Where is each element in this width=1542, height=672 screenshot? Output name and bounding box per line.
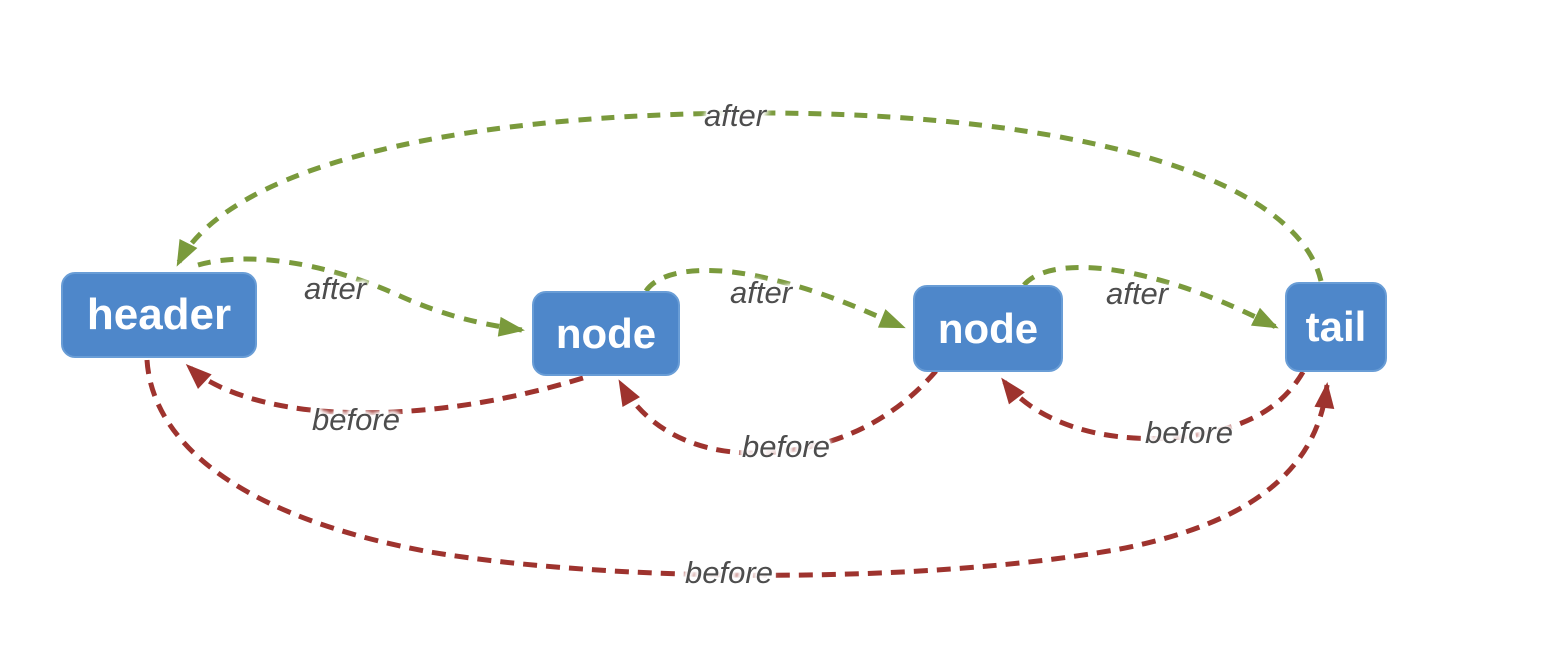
node-header-label: header [86, 290, 232, 339]
edge-after-node1-to-node2 [643, 267, 906, 330]
edge-label-after-tail-header: after [703, 98, 767, 133]
node-1-label: node [555, 309, 657, 357]
node-tail-label: tail [1305, 303, 1367, 350]
edge-after-node2-to-tail [1022, 264, 1279, 330]
node-header: header [61, 272, 257, 358]
edge-before-node1-to-header [185, 363, 584, 416]
edge-before-header-to-tail [144, 359, 1335, 578]
node-2: node [913, 285, 1063, 372]
edge-label-after-header-node1: after [303, 271, 367, 306]
node-1: node [532, 291, 680, 376]
edge-after-tail-to-header [175, 110, 1324, 282]
node-2-label: node [937, 304, 1039, 352]
edge-label-before-header-tail: before [685, 555, 773, 590]
edge-label-before-node1-header: before [312, 402, 400, 437]
edge-label-after-node1-node2: after [729, 275, 793, 310]
node-tail: tail [1285, 282, 1387, 372]
edge-label-before-node2-node1: before [742, 429, 830, 464]
edge-label-before-tail-node2: before [1145, 415, 1233, 450]
edge-label-after-node2-tail: after [1105, 276, 1169, 311]
edge-before-node2-to-node1 [617, 369, 938, 456]
edge-after-header-to-node1 [197, 256, 525, 337]
edge-before-tail-to-node2 [1001, 370, 1306, 441]
